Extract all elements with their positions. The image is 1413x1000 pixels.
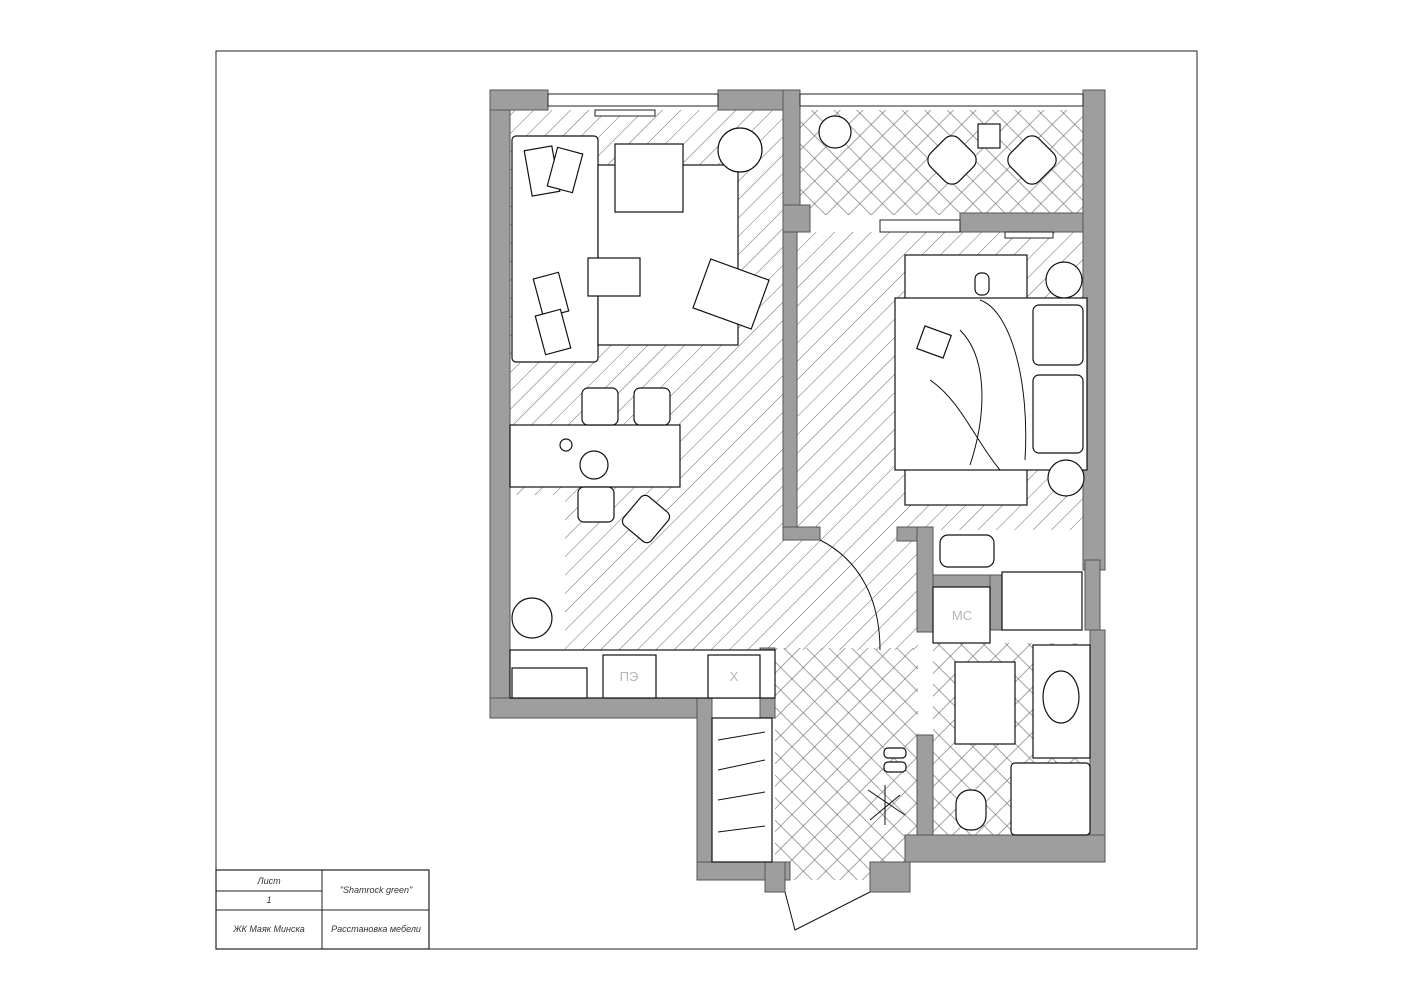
coffee-table (587, 257, 641, 297)
base-cabinet (511, 667, 588, 699)
laundry-basket (692, 258, 770, 330)
chair (581, 387, 619, 426)
title-block: Лист 1 "Shamrock green" ЖК Маяк Минска Р… (215, 869, 430, 950)
blanket-folds (929, 299, 1027, 471)
laptop (915, 325, 953, 359)
plant (717, 127, 763, 173)
coat-rack (867, 785, 906, 825)
living-furniture (509, 127, 776, 699)
washing-machine (932, 586, 991, 644)
door-swing (819, 539, 881, 651)
washer-label: МС (952, 608, 972, 623)
pillow (1032, 304, 1084, 366)
nightstand (1045, 261, 1083, 299)
fridge (707, 654, 761, 699)
entrance-door-swing (784, 891, 871, 931)
shoes (883, 747, 907, 759)
lounge-chair (1007, 135, 1057, 185)
complex-name: ЖК Маяк Минска (232, 924, 304, 934)
cake-plate (579, 450, 609, 480)
radiator (594, 109, 656, 117)
chair (633, 387, 671, 426)
walls (489, 89, 1106, 893)
windows (547, 93, 1084, 239)
wardrobe (1001, 571, 1083, 631)
nightstand (1047, 459, 1085, 497)
plant (818, 115, 852, 149)
bathroom-furniture (711, 539, 1091, 931)
fridge-label: Х (730, 669, 739, 684)
radiator (1004, 231, 1054, 239)
sheet-number: 1 (266, 895, 271, 905)
pillow (1032, 374, 1084, 454)
chair (577, 486, 615, 523)
toilet (955, 789, 987, 831)
shoes (883, 761, 907, 773)
sink (511, 597, 553, 639)
sheet-frame (215, 50, 1198, 950)
chair (621, 494, 671, 544)
lounge-chair (927, 135, 977, 185)
bath-mat (954, 661, 1016, 745)
ottoman (614, 143, 684, 213)
cushion (546, 146, 584, 194)
wardrobe (711, 717, 773, 863)
stove (602, 654, 657, 699)
side-table (977, 123, 1001, 149)
cushion (534, 308, 572, 356)
pouf (939, 534, 995, 568)
floor-hallway (775, 648, 918, 880)
slippers (974, 272, 990, 296)
sheet-label: Лист (256, 876, 281, 886)
basin (1042, 670, 1080, 724)
stove-label: ПЭ (620, 669, 639, 684)
hangers (717, 731, 766, 833)
vase (559, 438, 573, 452)
project-name: "Shamrock green" (340, 885, 413, 895)
shower-tray (1010, 762, 1091, 836)
bedroom-furniture (894, 254, 1088, 631)
balcony-furniture (818, 115, 1057, 185)
drawing-title: Расстановка мебели (331, 924, 421, 934)
